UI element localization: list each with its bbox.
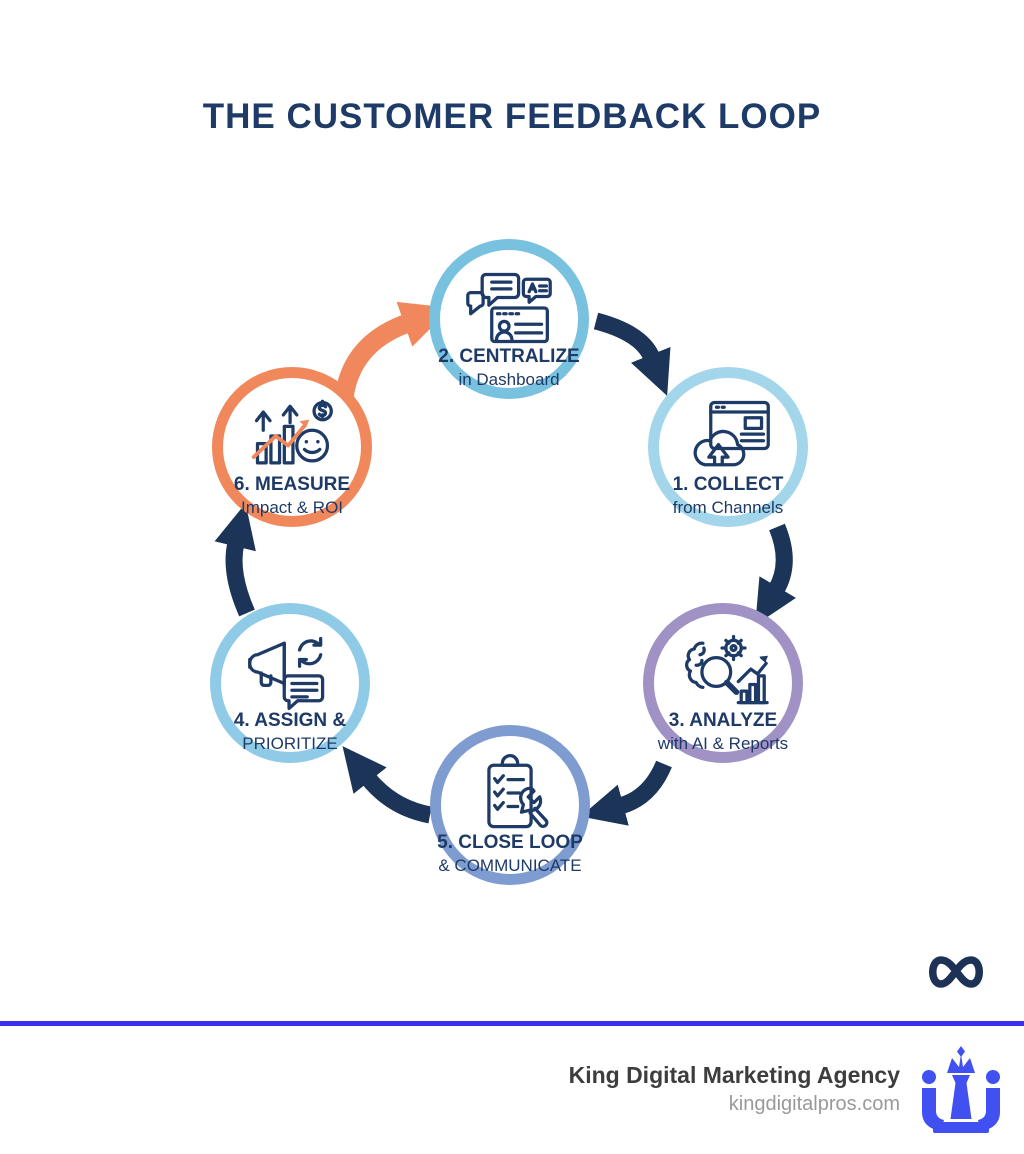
step-label: 3. ANALYZE with AI & Reports <box>603 709 843 754</box>
chat-dashboard-icon <box>466 272 552 344</box>
step-label: 2. CENTRALIZE in Dashboard <box>389 345 629 390</box>
step-subtitle: & COMMUNICATE <box>438 855 582 875</box>
footer-text-block: King Digital Marketing Agency kingdigita… <box>569 1062 900 1116</box>
step-title: 1. COLLECT <box>672 474 784 495</box>
step-assign: 4. ASSIGN & PRIORITIZE <box>210 603 370 763</box>
step-title: 3. ANALYZE <box>668 710 778 731</box>
cloud-upload-icon <box>693 400 770 467</box>
arrow-collect-to-analyze <box>755 523 797 626</box>
footer-website: kingdigitalpros.com <box>728 1093 900 1115</box>
growth-roi-icon <box>251 399 333 465</box>
step-title: 5. CLOSE LOOP <box>437 832 583 853</box>
step-title: 2. CENTRALIZE <box>438 346 580 367</box>
step-centralize: 2. CENTRALIZE in Dashboard <box>429 239 589 399</box>
king-crown-logo-icon <box>920 1046 1002 1141</box>
page-title: THE CUSTOMER FEEDBACK LOOP <box>202 97 822 136</box>
step-label: 1. COLLECT from Channels <box>608 473 848 518</box>
step-circle <box>648 367 808 527</box>
step-circle <box>212 367 372 527</box>
step-subtitle: PRIORITIZE <box>242 733 338 753</box>
step-title: 6. MEASURE <box>233 474 351 495</box>
step-circle <box>429 239 589 399</box>
step-label: 5. CLOSE LOOP & COMMUNICATE <box>390 831 630 876</box>
ai-report-analysis-icon <box>685 634 769 705</box>
step-title: 4. ASSIGN & <box>233 710 347 731</box>
step-circle <box>430 725 590 885</box>
step-collect: 1. COLLECT from Channels <box>648 367 808 527</box>
footer-company-name: King Digital Marketing Agency <box>568 1062 900 1088</box>
step-circle <box>210 603 370 763</box>
step-circle <box>643 603 803 763</box>
checklist-wrench-icon <box>487 754 549 829</box>
step-analyze: 3. ANALYZE with AI & Reports <box>643 603 803 763</box>
step-label: 6. MEASURE Impact & ROI <box>172 473 412 518</box>
step-subtitle: in Dashboard <box>458 369 560 389</box>
step-subtitle: Impact & ROI <box>240 497 344 517</box>
step-subtitle: with AI & Reports <box>657 733 789 753</box>
arrow-closeloop-to-assign <box>342 746 432 824</box>
infinity-icon <box>924 948 988 1001</box>
step-measure: 6. MEASURE Impact & ROI <box>212 367 372 527</box>
arrow-analyze-to-closeloop <box>580 760 672 826</box>
step-subtitle: from Channels <box>672 497 784 517</box>
footer-divider <box>0 1021 1024 1026</box>
step-label: 4. ASSIGN & PRIORITIZE <box>170 709 410 754</box>
step-close-loop: 5. CLOSE LOOP & COMMUNICATE <box>430 725 590 885</box>
megaphone-sync-icon <box>248 636 325 711</box>
